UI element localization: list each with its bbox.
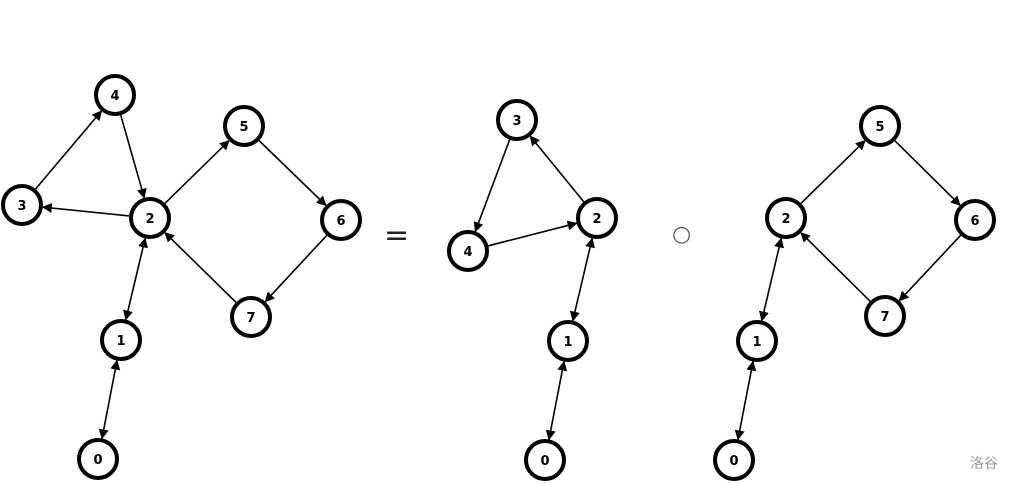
watermark: 洛谷 <box>970 456 998 472</box>
node-label: 0 <box>93 453 102 468</box>
node-3: 3 <box>496 99 538 141</box>
node-1: 1 <box>100 319 142 361</box>
node-label: 4 <box>110 89 119 104</box>
node-4: 4 <box>447 230 489 272</box>
node-circle <box>77 438 119 480</box>
node-label: 5 <box>239 120 248 135</box>
node-2: 2 <box>765 197 807 239</box>
node-circle <box>100 319 142 361</box>
node-6: 6 <box>954 199 996 241</box>
edge-2-1 <box>123 237 148 321</box>
node-circle <box>547 320 589 362</box>
node-label: 4 <box>463 245 472 260</box>
node-0: 0 <box>524 439 566 481</box>
node-circle <box>859 105 901 147</box>
node-label: 3 <box>512 114 521 129</box>
node-label: 0 <box>540 454 549 469</box>
node-label: 1 <box>563 335 572 350</box>
edge-2-5 <box>800 139 866 204</box>
edge-2-1 <box>570 237 595 322</box>
node-label: 2 <box>781 212 790 227</box>
edge-1-0 <box>734 360 757 441</box>
node-0: 0 <box>77 438 119 480</box>
node-label: 7 <box>880 310 889 325</box>
node-2: 2 <box>129 197 171 239</box>
node-label: 0 <box>729 454 738 469</box>
node-4: 4 <box>94 74 136 116</box>
graph-G: 0 1 2 3 4 5 6 7 <box>1 74 362 480</box>
edge-2-5 <box>164 139 230 204</box>
edge-7-2 <box>800 232 871 302</box>
node-circle <box>713 439 755 481</box>
node-label: 1 <box>116 334 125 349</box>
node-label: 2 <box>145 212 154 227</box>
graph-B: 0 1 2 5 6 7 <box>713 105 996 481</box>
node-circle <box>447 230 489 272</box>
edge-1-0 <box>545 360 568 441</box>
node-circle <box>94 74 136 116</box>
edge-3-4 <box>34 110 103 190</box>
edge-1-0 <box>98 359 121 440</box>
node-circle <box>230 296 272 338</box>
node-circle <box>954 199 996 241</box>
edge-2-3 <box>529 135 585 203</box>
node-circle <box>736 320 778 362</box>
node-label: 1 <box>752 335 761 350</box>
node-7: 7 <box>864 295 906 337</box>
node-5: 5 <box>859 105 901 147</box>
node-circle <box>765 197 807 239</box>
edge-4-2 <box>488 220 578 247</box>
node-1: 1 <box>736 320 778 362</box>
composition-operator: ○ <box>672 222 692 247</box>
edge-5-6 <box>894 140 961 206</box>
edge-4-2 <box>119 114 147 199</box>
node-label: 6 <box>336 214 345 229</box>
equals-sign: = <box>384 218 410 253</box>
edge-6-7 <box>264 234 328 303</box>
node-circle <box>864 295 906 337</box>
node-circle <box>1 184 43 226</box>
node-0: 0 <box>713 439 755 481</box>
node-label: 6 <box>970 214 979 229</box>
node-circle <box>524 439 566 481</box>
graph-A: 0 1 2 3 4 <box>447 99 618 481</box>
node-circle <box>496 99 538 141</box>
node-label: 3 <box>17 199 26 214</box>
edge-7-2 <box>164 232 237 303</box>
edge-5-6 <box>258 140 327 207</box>
node-1: 1 <box>547 320 589 362</box>
node-5: 5 <box>223 105 265 147</box>
node-7: 7 <box>230 296 272 338</box>
node-label: 7 <box>246 311 255 326</box>
edge-6-7 <box>898 234 962 302</box>
node-circle <box>576 197 618 239</box>
node-circle <box>129 197 171 239</box>
edge-2-1 <box>759 237 784 322</box>
node-2: 2 <box>576 197 618 239</box>
node-label: 5 <box>875 120 884 135</box>
node-circle <box>320 199 362 241</box>
node-label: 2 <box>592 212 601 227</box>
edge-2-3 <box>41 203 130 217</box>
edge-3-4 <box>473 139 511 233</box>
node-3: 3 <box>1 184 43 226</box>
node-6: 6 <box>320 199 362 241</box>
node-circle <box>223 105 265 147</box>
